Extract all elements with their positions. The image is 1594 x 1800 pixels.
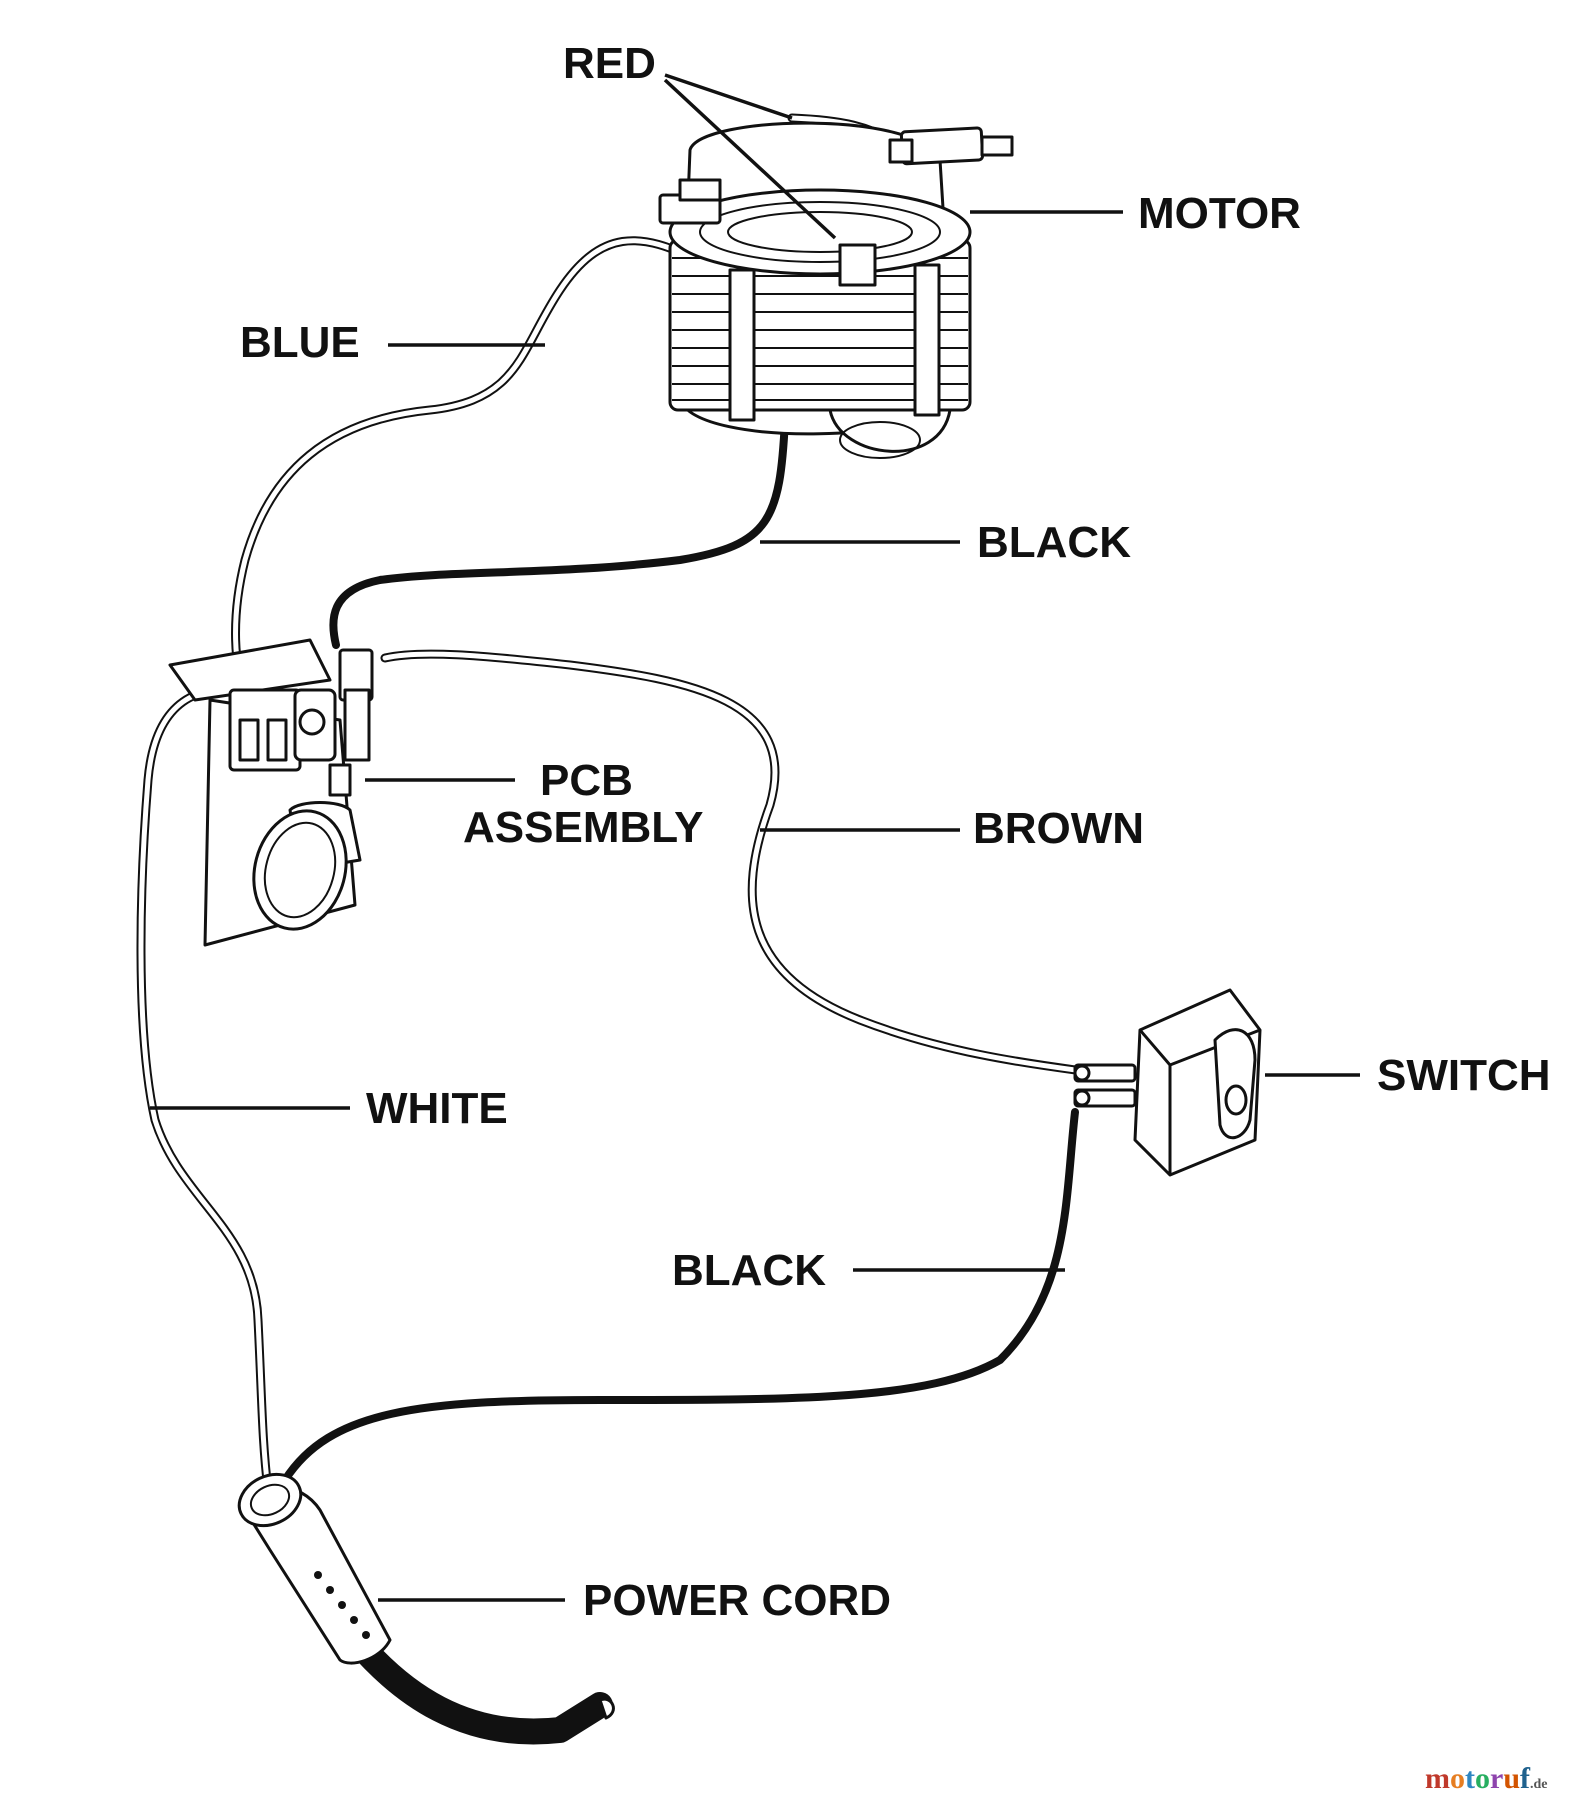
wm-o2: o xyxy=(1475,1762,1490,1795)
wm-m: m xyxy=(1425,1762,1450,1795)
label-brown: BROWN xyxy=(973,804,1144,853)
label-switch: SWITCH xyxy=(1377,1051,1551,1100)
wm-u: u xyxy=(1503,1762,1520,1795)
label-blue: BLUE xyxy=(240,318,360,367)
label-white: WHITE xyxy=(366,1084,508,1133)
blue-wire xyxy=(231,236,705,695)
watermark-logo: motoruf.de xyxy=(1425,1762,1548,1795)
label-black-switch: BLACK xyxy=(672,1246,826,1295)
label-black-motor: BLACK xyxy=(977,518,1131,567)
pcb-assembly-part xyxy=(168,638,374,947)
brown-wire xyxy=(380,649,1095,1077)
black-wire-switch xyxy=(269,1108,1079,1524)
switch-part xyxy=(1073,988,1262,1177)
red-connector xyxy=(888,126,1014,166)
wm-f: f xyxy=(1520,1762,1531,1795)
leader-lines xyxy=(150,73,1360,1602)
power-cord-part xyxy=(237,1472,615,1745)
wm-o1: o xyxy=(1450,1762,1465,1795)
wm-t: t xyxy=(1465,1762,1475,1795)
motor-part xyxy=(658,121,972,459)
label-red: RED xyxy=(563,39,656,88)
label-pcb: PCB xyxy=(540,756,633,805)
label-motor: MOTOR xyxy=(1138,189,1301,238)
label-assembly: ASSEMBLY xyxy=(463,803,703,852)
label-power-cord: POWER CORD xyxy=(583,1576,891,1625)
wm-de: .de xyxy=(1530,1777,1548,1792)
wm-r: r xyxy=(1490,1762,1503,1795)
white-wire xyxy=(136,685,273,1495)
